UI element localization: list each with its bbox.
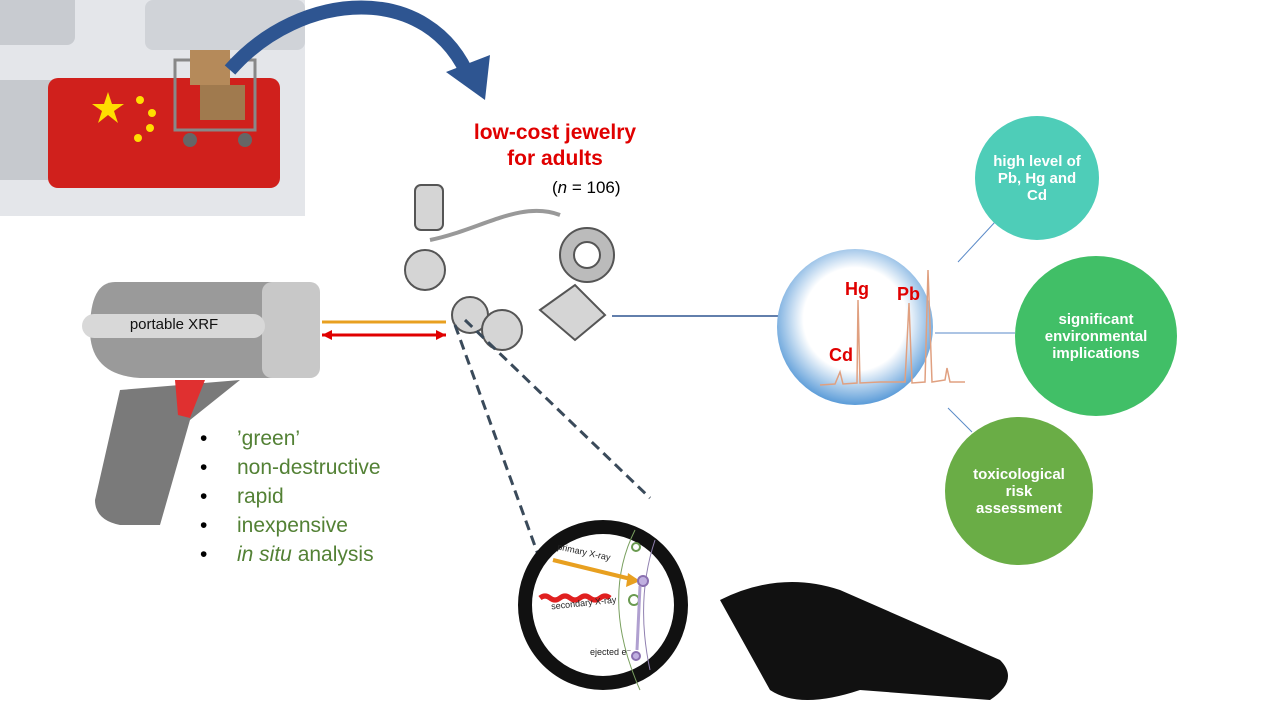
xrf-gun-image [82, 282, 320, 525]
peak-label-pb: Pb [897, 284, 921, 304]
outcome-circle-heavy-metals: high level of Pb, Hg and Cd [975, 116, 1099, 240]
feature-rest: analysis [291, 543, 374, 566]
device-label: portable XRF [129, 316, 219, 333]
outcome-circle-environment: significant environmental implications [1015, 256, 1177, 416]
sample-size-value: = 106 [567, 178, 615, 197]
jewelry-bracelet-image [404, 184, 615, 351]
sample-size-n: n [557, 178, 568, 197]
feature-item: non-destructive [200, 453, 381, 482]
title-line-1: low-cost jewelry [473, 121, 637, 144]
feature-italic: in situ [237, 543, 292, 566]
peak-label-hg: Hg [845, 279, 869, 299]
outcome-label: high level of Pb, Hg and Cd [993, 152, 1081, 204]
peak-label-cd: Cd [829, 345, 853, 365]
xrf-spectrum-image [777, 249, 965, 405]
outcome-label: toxicological risk assessment [973, 465, 1065, 517]
outcome-label: significant environmental implications [1044, 310, 1148, 362]
feature-item: ’green’ [200, 424, 381, 453]
feature-item: inexpensive [200, 511, 381, 540]
sample-size: (n = 106) [552, 178, 621, 197]
diagram-title: low-cost jewelry for adults [440, 120, 670, 172]
feature-item: in situ analysis [200, 540, 381, 569]
feature-list: ’green’ non-destructive rapid inexpensiv… [200, 424, 381, 569]
keyboard-cart-image [0, 0, 305, 216]
magnifier-image [518, 520, 1008, 700]
outcome-circle-toxicology: toxicological risk assessment [945, 417, 1093, 565]
title-line-2: for adults [507, 147, 603, 170]
ejected-electron-label: ejected e⁻ [590, 647, 632, 657]
feature-item: rapid [200, 482, 381, 511]
curved-arrow [224, 0, 477, 83]
